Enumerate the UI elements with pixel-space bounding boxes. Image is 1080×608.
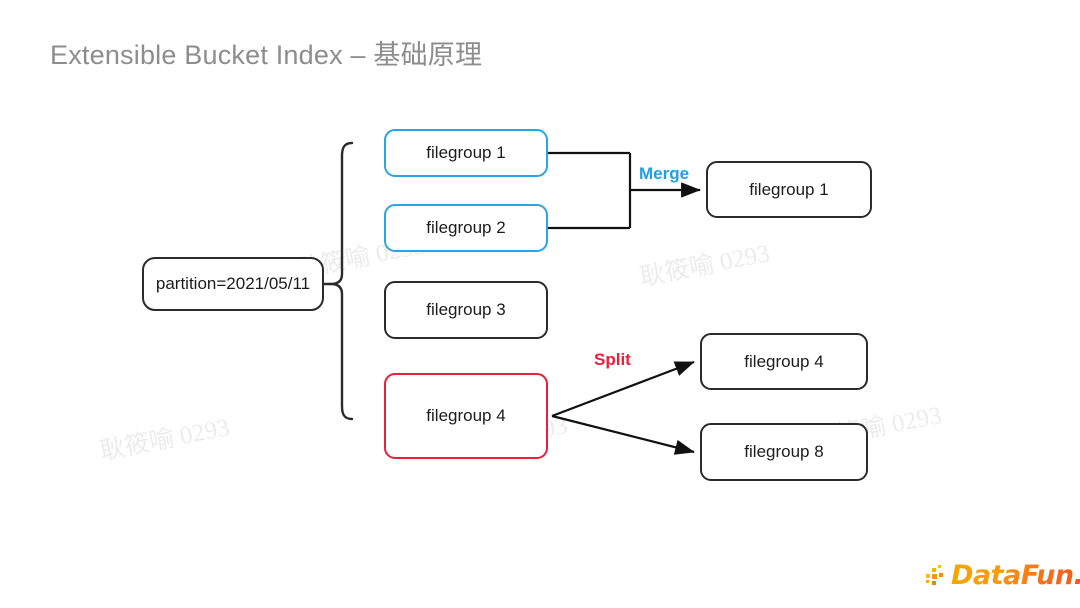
watermark: 耿筱喻 0293: [637, 240, 772, 292]
partition-brace: [322, 141, 354, 421]
page-title: Extensible Bucket Index – 基础原理: [50, 40, 483, 70]
datafun-logo-text: DataFun.: [951, 562, 1080, 589]
filegroup-node-4[interactable]: filegroup 4: [384, 373, 548, 459]
split-connector: [551, 360, 695, 455]
split-result-node-1[interactable]: filegroup 4: [700, 333, 868, 390]
datafun-logo: DataFun.: [926, 562, 1080, 589]
merge-label: Merge: [639, 164, 690, 183]
partition-node[interactable]: partition=2021/05/11: [142, 257, 324, 311]
pixel-dots-icon: [926, 564, 943, 585]
filegroup-node-1[interactable]: filegroup 1: [384, 129, 548, 177]
merge-result-node[interactable]: filegroup 1: [706, 161, 872, 218]
split-result-node-2[interactable]: filegroup 8: [700, 423, 868, 481]
filegroup-node-3[interactable]: filegroup 3: [384, 281, 548, 339]
filegroup-node-2[interactable]: filegroup 2: [384, 204, 548, 252]
split-label: Split: [594, 350, 631, 369]
watermark: 耿筱喻 0293: [97, 414, 232, 466]
